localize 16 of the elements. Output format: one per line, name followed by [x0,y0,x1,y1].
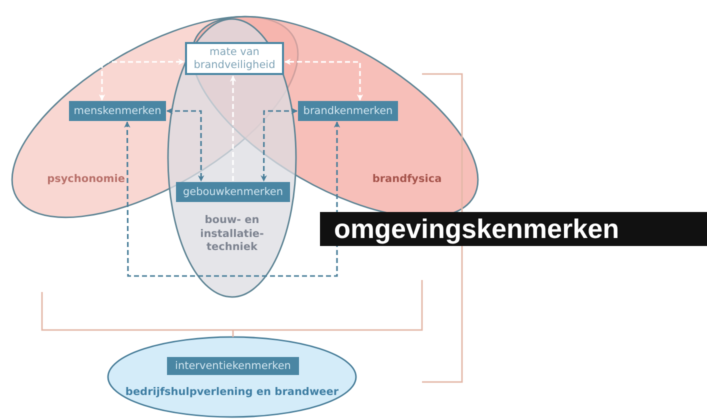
arrow [284,58,364,101]
arrow [260,108,298,182]
label-box: mate van brandveiligheid [185,42,284,75]
arrow [124,121,340,277]
arrow [166,108,204,182]
label-box: brandkenmerken [298,101,398,121]
label-box: gebouwkenmerken [176,182,290,202]
area-label: psychonomie [46,173,126,187]
label-box: interventiekenmerken [167,357,299,375]
label-box: menskenmerken [69,101,166,121]
arrow [98,58,185,101]
area-label: bouw- en installatie- techniek [199,214,265,255]
area-label: brandfysica [371,173,443,187]
area-label: bedrijfshulpverlening en brandweer [124,386,340,400]
title-banner: omgevingskenmerken [320,212,707,246]
arrow [230,75,236,181]
